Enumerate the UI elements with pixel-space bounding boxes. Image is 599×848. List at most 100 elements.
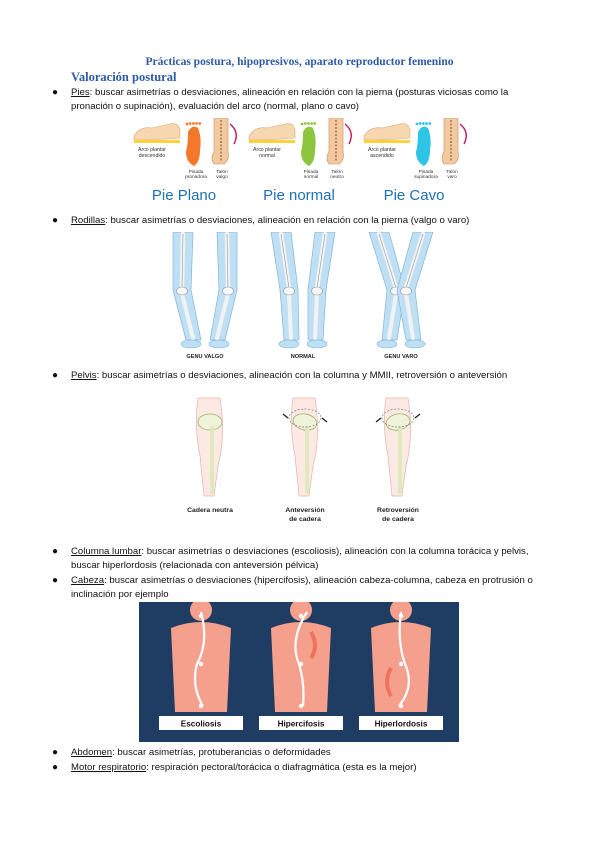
arch-band — [249, 140, 295, 143]
list-item-motor-respiratorio: ● Motor respiratorio: respiración pector… — [52, 761, 541, 775]
arch-label: normal — [259, 153, 275, 159]
tibia-bone — [387, 292, 398, 340]
feet-illustration: Arco plantardescendidoPisadapronadoraTal… — [133, 118, 467, 204]
knee-joint — [283, 286, 295, 296]
knee-joint — [311, 286, 323, 296]
item-term: Columna lumbar — [71, 546, 142, 557]
tibia-bone — [404, 292, 415, 340]
torso-shape — [271, 622, 331, 712]
spine-condition-label: Hiperlordosis — [375, 720, 428, 729]
arch-label: Arco plantar — [368, 147, 396, 153]
section-heading: Valoración postural — [71, 70, 177, 84]
item-text: : buscar asimetrías o desviaciones, alin… — [96, 370, 508, 381]
footprint-shape — [301, 126, 316, 166]
knee-type-label: GENU VARO — [384, 354, 418, 360]
talon-label: neutro — [330, 174, 344, 180]
foot-panel: Arco plantardescendidoPisadapronadoraTal… — [133, 118, 237, 204]
pelvis-label: Retroversión — [377, 507, 419, 514]
leg-shape — [396, 232, 434, 341]
foot-shape — [180, 339, 202, 349]
spine-line — [398, 611, 410, 707]
curvature-highlight — [309, 631, 317, 660]
bullet-icon: ● — [52, 747, 59, 758]
head-shape — [290, 602, 312, 621]
toe-dot — [310, 122, 313, 125]
item-text: : respiración pectoral/torácica o diafra… — [146, 762, 417, 773]
item-term: Abdomen — [71, 747, 113, 758]
foot-side-shape — [133, 123, 181, 141]
head-shape — [390, 602, 412, 621]
arch-label: ascendido — [370, 153, 394, 159]
pelvis-label: de cadera — [382, 516, 414, 523]
leg-rear-shape — [441, 118, 459, 165]
item-text: : buscar asimetrías o desviaciones (hipe… — [71, 575, 533, 600]
foot-type-label: Pie Cavo — [384, 187, 445, 204]
item-term: Motor respiratorio — [71, 762, 147, 773]
knee-type-label: GENU VALGO — [186, 354, 224, 360]
foot-panel: Arco plantarnormalPisadanormalTalónneutr… — [248, 118, 352, 204]
spine-figure: Hiperlordosis — [359, 602, 443, 730]
body-outline — [196, 397, 223, 497]
body-outline — [291, 397, 318, 497]
list-item-pelvis: ● Pelvis: buscar asimetrías o desviacion… — [52, 369, 541, 383]
bullet-icon: ● — [52, 215, 59, 226]
foot-shape — [376, 339, 398, 349]
pisada-label: Pisada — [419, 169, 434, 175]
toe-dot — [307, 122, 310, 125]
tilt-arrow-icon — [282, 413, 328, 423]
label-box — [159, 716, 243, 730]
leg-shape — [172, 232, 202, 341]
pisada-label: normal — [304, 174, 319, 180]
tibia-bone — [313, 292, 319, 340]
foot-shape — [306, 339, 328, 349]
toe-dot — [188, 122, 192, 125]
torso-shape — [171, 622, 231, 712]
toe-dot — [192, 122, 195, 125]
spine-figure: Escoliosis — [159, 602, 243, 730]
item-text: : buscar asimetrías, protuberancias o de… — [112, 747, 331, 758]
knee-type-label: NORMAL — [291, 354, 316, 360]
rotation-arrow-icon — [344, 123, 352, 145]
rotation-arrow-icon — [459, 123, 467, 145]
toe-dot — [425, 122, 428, 125]
spine-figure: Hipercifosis — [259, 602, 343, 730]
pisada-label: Pisada — [189, 169, 204, 175]
toe-dot — [313, 122, 317, 125]
leg-shape — [368, 232, 406, 341]
footprint-shape — [416, 126, 431, 166]
pisada-label: pronadora — [185, 174, 207, 180]
toe-dot — [300, 122, 304, 126]
pelvis-label: de cadera — [289, 516, 321, 523]
toe-dot — [195, 122, 198, 125]
joint-dot — [298, 661, 304, 667]
spine-condition-label: Escoliosis — [181, 720, 222, 729]
label-box — [359, 716, 443, 730]
item-text: : buscar asimetrías o desviaciones, alin… — [71, 87, 509, 112]
talon-label: varo — [447, 174, 457, 180]
arch-label: Arco plantar — [138, 147, 166, 153]
pisada-label: Pisada — [304, 169, 319, 175]
bullet-icon: ● — [52, 87, 59, 98]
foot-side-shape — [248, 123, 296, 141]
footprint-shape — [186, 126, 201, 166]
talon-label: Talón — [446, 169, 458, 175]
arch-band — [364, 140, 410, 143]
foot-shape — [278, 339, 300, 349]
rotation-arrow-icon — [229, 123, 237, 145]
tilt-outline — [381, 408, 415, 428]
bullet-icon: ● — [52, 762, 59, 773]
body-outline — [384, 397, 411, 497]
knee-joint — [222, 286, 234, 296]
knees-illustration: GENU VALGO NORMAL GENU VARO — [172, 232, 434, 360]
leg-shape — [209, 232, 238, 341]
pelvis-label: Cadera neutra — [187, 507, 233, 514]
toe-dot — [428, 122, 432, 125]
pelvis-figure — [196, 397, 223, 497]
knee-joint — [400, 286, 412, 296]
toe-dot — [185, 122, 189, 126]
arch-label: Arco plantar — [253, 147, 281, 153]
torso-shape — [371, 622, 431, 712]
item-term: Rodillas — [71, 215, 106, 226]
